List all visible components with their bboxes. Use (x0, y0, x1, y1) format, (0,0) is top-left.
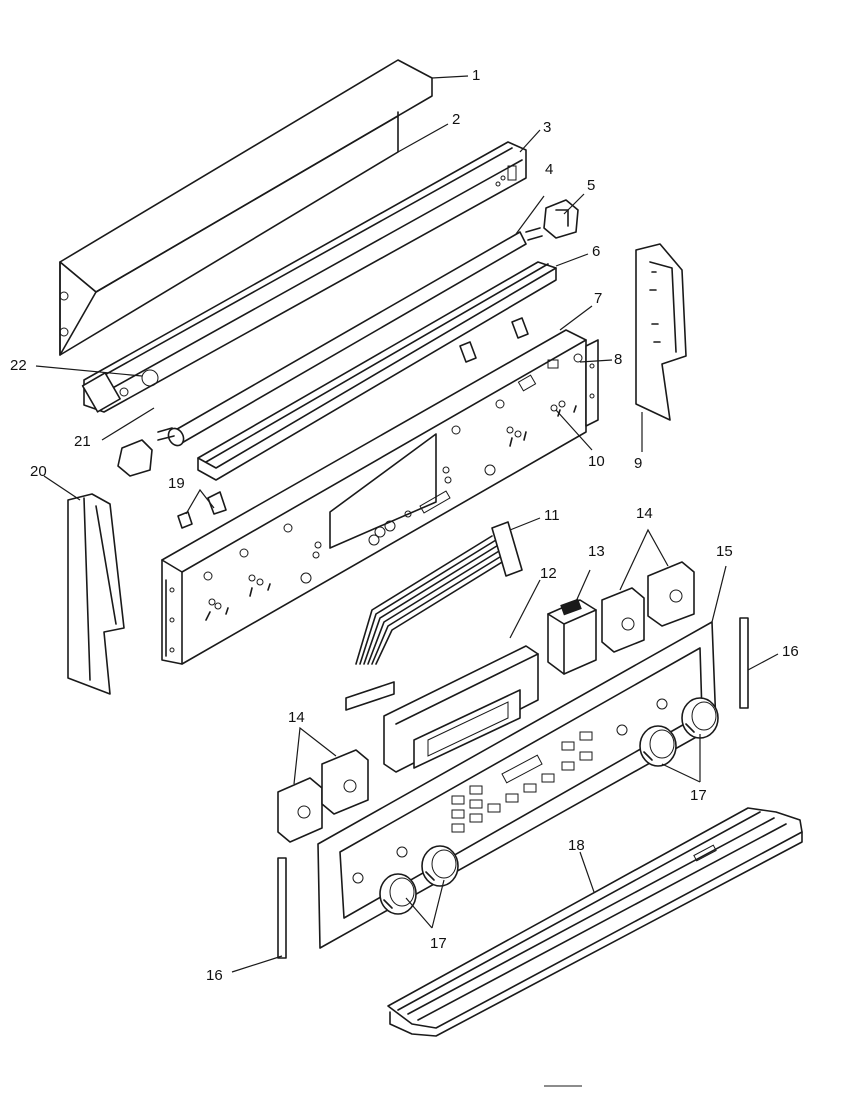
part-17-knobs (379, 697, 719, 915)
callout-5: 5 (587, 177, 595, 194)
callout-3: 3 (543, 119, 551, 136)
panel-keypad (451, 731, 593, 833)
callout-14-upper: 14 (636, 505, 653, 522)
callout-12: 12 (540, 565, 557, 582)
knob (681, 697, 719, 739)
knob (639, 725, 677, 767)
part-7-control-panel-bracket (161, 329, 587, 665)
callout-2: 2 (452, 111, 460, 128)
part-8-bracket (585, 339, 599, 427)
callout-4: 4 (545, 161, 553, 178)
part-19-bulbs (177, 317, 529, 529)
callout-17-right: 17 (690, 787, 707, 804)
part-9-right-end-bracket (635, 243, 687, 421)
part-6-reflector (197, 261, 557, 481)
callout-11: 11 (544, 507, 560, 524)
part-11-ribbon-cable (345, 521, 523, 711)
part-16-trim-strips (277, 617, 749, 959)
callout-14-lower: 14 (288, 709, 305, 726)
callout-10: 10 (588, 453, 605, 470)
callout-20: 20 (30, 463, 47, 480)
part-14-switches-right (601, 561, 695, 653)
callout-13: 13 (588, 543, 605, 560)
part-3-rear-channel (81, 141, 527, 413)
part-18-bottom-trim (387, 807, 803, 1037)
callout-7: 7 (594, 290, 602, 307)
part-14-switches-left (277, 749, 369, 843)
part-15-front-panel (317, 621, 717, 949)
callout-17-lower: 17 (430, 935, 447, 952)
part-1-top-cover (59, 59, 433, 356)
callout-9: 9 (634, 455, 642, 472)
callout-16-right: 16 (782, 643, 799, 660)
part-21-socket-left (117, 439, 153, 477)
leader-lines (35, 75, 779, 973)
part-12-display-board (383, 645, 539, 773)
part-20-left-end-bracket (67, 493, 125, 695)
callout-22: 22 (10, 357, 27, 374)
callout-15: 15 (716, 543, 733, 560)
knob (421, 845, 459, 887)
part-4-lamp-tube (157, 227, 543, 447)
callout-19: 19 (168, 475, 185, 492)
knob (379, 873, 417, 915)
callout-8: 8 (614, 351, 622, 368)
callout-16-lower: 16 (206, 967, 223, 984)
callout-21: 21 (74, 433, 91, 450)
callout-labels: 1 2 3 4 5 6 7 8 9 10 11 12 13 14 15 16 1… (10, 67, 799, 984)
part-13-relay (547, 598, 597, 675)
callout-18: 18 (568, 837, 585, 854)
screw-cluster-left (205, 574, 271, 621)
callout-1: 1 (472, 67, 480, 84)
screw-cluster-right (506, 400, 577, 447)
callout-6: 6 (592, 243, 600, 260)
part-22-screw (119, 387, 129, 397)
